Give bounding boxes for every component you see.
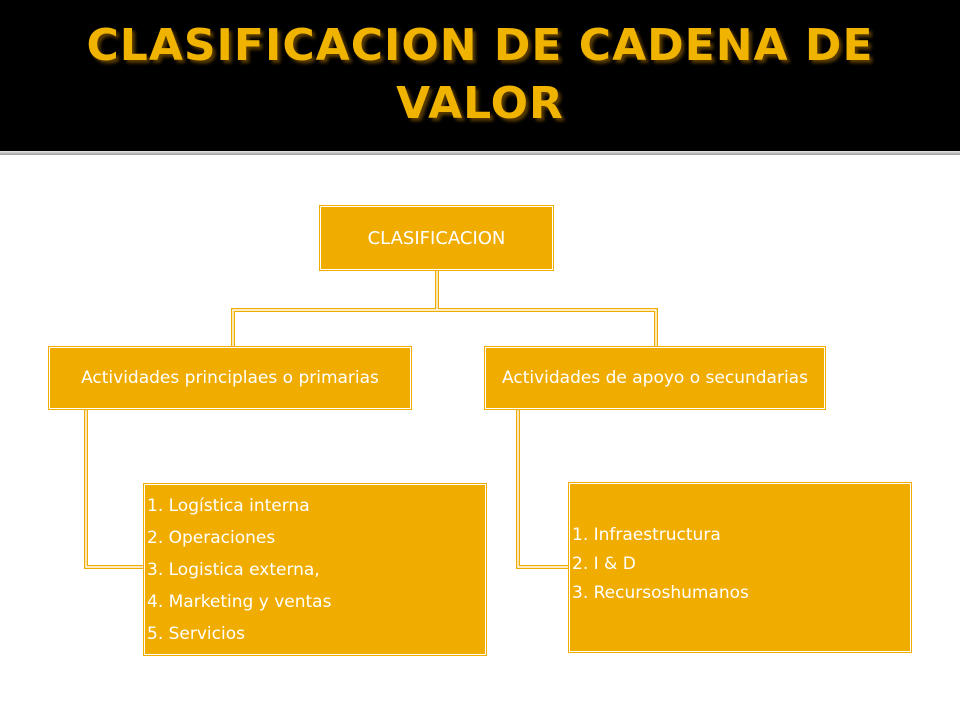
list-item: 5. Servicios xyxy=(147,623,245,644)
list-item: 1. Infraestructura xyxy=(572,525,721,545)
list-item: 2. I & D xyxy=(572,554,636,574)
list-item: 2. Operaciones xyxy=(147,527,276,548)
slide-title: CLASIFICACION DE CADENA DE VALOR xyxy=(86,20,874,129)
branch-node-support-label: Actividades de apoyo o secundarias xyxy=(502,368,808,388)
branch-node-primary: Actividades principlaes o primarias xyxy=(48,346,412,410)
root-node-label: CLASIFICACION xyxy=(367,227,506,249)
title-divider xyxy=(0,151,960,155)
list-item: 4. Marketing y ventas xyxy=(147,591,332,612)
connector-support-to-list xyxy=(516,409,569,569)
title-bar: CLASIFICACION DE CADENA DE VALOR xyxy=(0,0,960,150)
list-item: 1. Logística interna xyxy=(147,495,310,516)
branch-node-primary-label: Actividades principlaes o primarias xyxy=(81,368,379,388)
connector-root-to-branches xyxy=(231,270,658,347)
support-activities-list: 1. Infraestructura 2. I & D 3. Recursosh… xyxy=(570,521,749,608)
connector-primary-to-list xyxy=(84,409,144,569)
support-activities-list-node: 1. Infraestructura 2. I & D 3. Recursosh… xyxy=(568,482,912,653)
root-node: CLASIFICACION xyxy=(319,205,554,271)
branch-node-support: Actividades de apoyo o secundarias xyxy=(484,346,826,410)
primary-activities-list: 1. Logística interna 2. Operaciones 3. L… xyxy=(145,490,331,650)
list-item: 3. Logistica externa, xyxy=(147,559,320,580)
list-item: 3. Recursoshumanos xyxy=(572,583,749,603)
primary-activities-list-node: 1. Logística interna 2. Operaciones 3. L… xyxy=(143,483,487,656)
